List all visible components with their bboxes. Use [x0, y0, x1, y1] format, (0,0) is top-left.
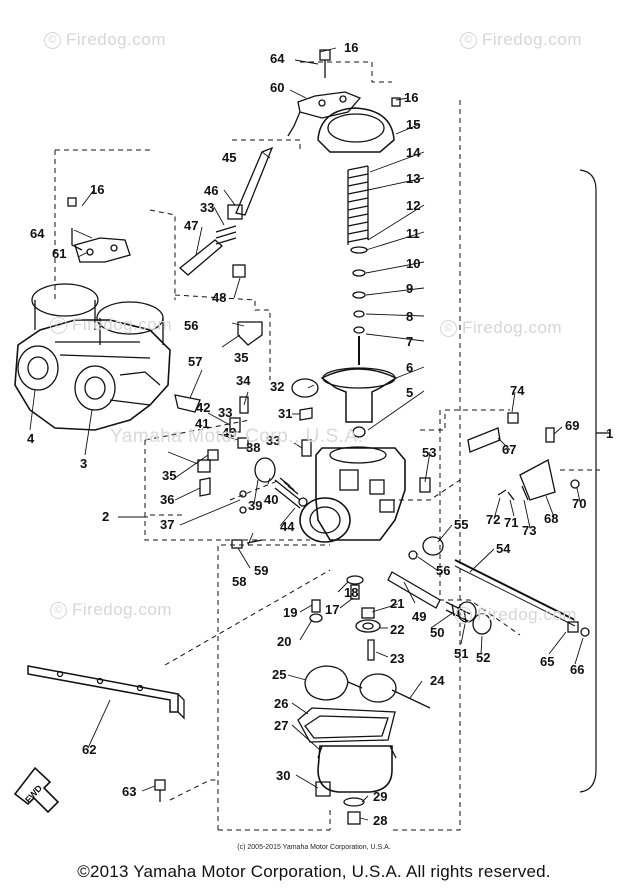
- callout-61: 61: [52, 246, 66, 261]
- callout-25: 25: [272, 667, 286, 682]
- callout-17: 17: [325, 602, 339, 617]
- callout-11: 11: [406, 226, 420, 241]
- callout-44: 44: [280, 519, 295, 534]
- callout-26: 26: [274, 696, 288, 711]
- callout-65: 65: [540, 654, 554, 669]
- callout-70: 70: [572, 496, 586, 511]
- callout-56: 56: [436, 563, 450, 578]
- callout-32: 32: [270, 379, 284, 394]
- callout-53: 53: [422, 445, 436, 460]
- watermark-bottom-left: ©Firedog.com: [50, 600, 172, 620]
- callout-43: 43: [222, 425, 236, 440]
- callout-55: 55: [454, 517, 468, 532]
- callout-34: 34: [236, 373, 251, 388]
- callout-71: 71: [504, 515, 518, 530]
- watermark-mid-right: ©Firedog.com: [440, 318, 562, 338]
- callout-29: 29: [373, 789, 387, 804]
- callout-33: 33: [218, 405, 232, 420]
- callout-38: 38: [246, 440, 260, 455]
- callout-51: 51: [454, 646, 468, 661]
- callout-23: 23: [390, 651, 404, 666]
- callout-16: 16: [404, 90, 418, 105]
- callout-1: 1: [606, 426, 613, 441]
- callout-10: 10: [406, 256, 420, 271]
- callout-56: 56: [184, 318, 198, 333]
- callout-63: 63: [122, 784, 136, 799]
- callout-60: 60: [270, 80, 284, 95]
- callout-14: 14: [406, 145, 421, 160]
- watermark-center: Yamaha Motor Corp., U.S.A.: [110, 426, 364, 447]
- callout-49: 49: [412, 609, 426, 624]
- callout-15: 15: [406, 117, 420, 132]
- callout-57: 57: [188, 354, 202, 369]
- callout-16: 16: [90, 182, 104, 197]
- callout-3: 3: [80, 456, 87, 471]
- callout-69: 69: [565, 418, 579, 433]
- callout-16: 16: [344, 40, 358, 55]
- callout-64: 64: [30, 226, 45, 241]
- callout-33: 33: [266, 433, 280, 448]
- callout-21: 21: [390, 596, 404, 611]
- callout-6: 6: [406, 360, 413, 375]
- callout-52: 52: [476, 650, 490, 665]
- callout-41: 41: [195, 416, 209, 431]
- callout-58: 58: [232, 574, 246, 589]
- callout-37: 37: [160, 517, 174, 532]
- carburetor-exploded-diagram: FWD 123456789101112131415161616171819202…: [13, 40, 613, 831]
- callout-66: 66: [570, 662, 584, 677]
- callout-46: 46: [204, 183, 218, 198]
- watermark-bottom-right: ©Firedog.com: [455, 605, 577, 625]
- small-copyright: (c) 2005-2015 Yamaha Motor Corporation, …: [237, 844, 391, 851]
- callout-22: 22: [390, 622, 404, 637]
- callout-20: 20: [277, 634, 291, 649]
- watermark-top-right: ©Firedog.com: [460, 30, 582, 50]
- callout-31: 31: [278, 406, 292, 421]
- callout-5: 5: [406, 385, 413, 400]
- callout-7: 7: [406, 334, 413, 349]
- callout-30: 30: [276, 768, 290, 783]
- callout-54: 54: [496, 541, 511, 556]
- callout-48: 48: [212, 290, 226, 305]
- callout-28: 28: [373, 813, 387, 828]
- callout-50: 50: [430, 625, 444, 640]
- callout-73: 73: [522, 523, 536, 538]
- callout-39: 39: [248, 498, 262, 513]
- callout-64: 64: [270, 51, 285, 66]
- callout-72: 72: [486, 512, 500, 527]
- fwd-label: FWD: [23, 783, 44, 805]
- callout-40: 40: [264, 492, 278, 507]
- callout-42: 42: [196, 400, 210, 415]
- callout-67: 67: [502, 442, 516, 457]
- callout-45: 45: [222, 150, 236, 165]
- callout-36: 36: [160, 492, 174, 507]
- callout-4: 4: [27, 431, 35, 446]
- callout-62: 62: [82, 742, 96, 757]
- callout-numbers: 1234567891011121314151616161718192021222…: [27, 40, 613, 828]
- callout-19: 19: [283, 605, 297, 620]
- callout-2: 2: [102, 509, 109, 524]
- callout-74: 74: [510, 383, 525, 398]
- callout-59: 59: [254, 563, 268, 578]
- callout-35: 35: [162, 468, 176, 483]
- callout-12: 12: [406, 198, 420, 213]
- callout-27: 27: [274, 718, 288, 733]
- watermark-mid-left: ©Firedog.com: [50, 315, 172, 335]
- callout-47: 47: [184, 218, 198, 233]
- watermark-top-left: ©Firedog.com: [44, 30, 166, 50]
- callout-35: 35: [234, 350, 248, 365]
- callout-8: 8: [406, 309, 413, 324]
- callout-18: 18: [344, 585, 358, 600]
- callout-24: 24: [430, 673, 445, 688]
- callout-9: 9: [406, 281, 413, 296]
- callout-13: 13: [406, 171, 420, 186]
- callout-33: 33: [200, 200, 214, 215]
- callout-68: 68: [544, 511, 558, 526]
- footer-copyright: ©2013 Yamaha Motor Corporation, U.S.A. A…: [77, 862, 551, 881]
